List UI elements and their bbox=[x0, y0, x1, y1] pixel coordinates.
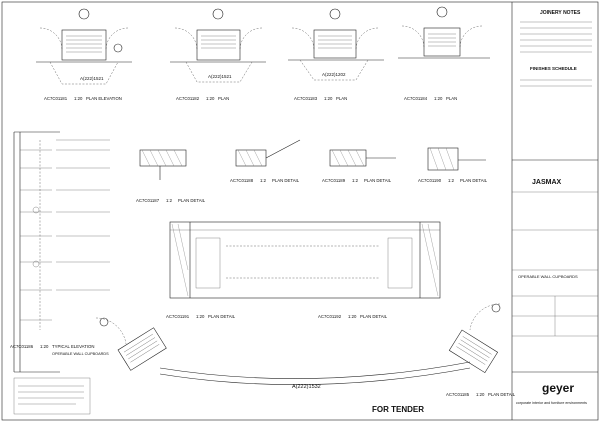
view-scale: 1:20 bbox=[348, 314, 357, 319]
project-code: JASMAX bbox=[532, 179, 562, 186]
finishes-schedule-title: FINISHES SCHEDULE bbox=[530, 66, 577, 71]
elevation-caption: OPERABLE WALL CUPBOARDS bbox=[52, 352, 109, 356]
door-swing-arc bbox=[39, 27, 63, 51]
view-ref: AC7C01191 bbox=[166, 314, 190, 319]
plan-view-2: A(222)1521 AC7C01182 1:20 PLAN bbox=[170, 8, 266, 101]
detail-title: PLAN DETAIL bbox=[460, 178, 488, 183]
plan-detail-4: AC7C01190 1:2 PLAN DETAIL bbox=[418, 147, 488, 183]
cupboard-outline bbox=[61, 29, 107, 61]
section-marker bbox=[78, 8, 90, 20]
plan-scale: 1:20 bbox=[434, 96, 443, 101]
plan-ref: AC7C01184 bbox=[404, 96, 428, 101]
title-block: JOINERY NOTES FINISHES SCHEDULE JASMAX O… bbox=[512, 10, 598, 405]
plan-detail-1: AC7C01187 1:2 PLAN DETAIL bbox=[136, 149, 206, 203]
detail-ref: AC7C01189 bbox=[322, 178, 346, 183]
plan-title: PLAN bbox=[218, 96, 229, 101]
plan-title: PLAN bbox=[336, 96, 347, 101]
section-marker bbox=[113, 43, 123, 53]
view-title: PLAN DETAIL bbox=[488, 392, 516, 397]
section-marker bbox=[436, 6, 448, 18]
plan-view-1: A(222)1521 AC7C01181 1:20 PLAN ELEVATION bbox=[36, 8, 132, 101]
curved-plan-tag: A(222)1532 bbox=[292, 384, 321, 390]
plan-tag: A(222)1521 bbox=[80, 76, 104, 81]
plan-scale: 1:20 bbox=[324, 96, 333, 101]
cupboard-outline bbox=[313, 29, 357, 59]
plan-title: PLAN bbox=[446, 96, 457, 101]
detail-scale: 1:2 bbox=[448, 178, 455, 183]
plan-view-3: A(222)1202 AC7C01183 1:20 PLAN bbox=[288, 8, 384, 101]
detail-title: PLAN DETAIL bbox=[364, 178, 392, 183]
plan-ref: AC7C01181 bbox=[44, 96, 68, 101]
cupboard-outline bbox=[196, 29, 241, 61]
view-ref: AC7C01192 bbox=[318, 314, 342, 319]
company-logo: geyer bbox=[542, 381, 574, 395]
detail-scale: 1:2 bbox=[166, 198, 173, 203]
plan-ref: AC7C01182 bbox=[176, 96, 200, 101]
detail-ref: AC7C01188 bbox=[230, 178, 254, 183]
plan-scale: 1:20 bbox=[206, 96, 215, 101]
detail-ref: AC7C01187 bbox=[136, 198, 160, 203]
curved-wall-plan: A(222)1532 AC7C01185 1:20 PLAN DETAIL bbox=[95, 303, 516, 397]
detail-scale: 1:2 bbox=[352, 178, 359, 183]
detail-title: PLAN DETAIL bbox=[178, 198, 206, 203]
plan-detail-2: AC7C01188 1:2 PLAN DETAIL bbox=[230, 139, 301, 183]
view-ref: AC7C01185 bbox=[446, 392, 470, 397]
section-marker bbox=[329, 8, 341, 20]
elevation-ref: AC7C01186 bbox=[10, 344, 34, 349]
tender-stamp: FOR TENDER bbox=[372, 405, 424, 414]
joinery-notes-title: JOINERY NOTES bbox=[540, 10, 581, 16]
plan-tag: A(222)1521 bbox=[208, 74, 232, 79]
plan-scale: 1:20 bbox=[74, 96, 83, 101]
plan-detail-3: AC7C01189 1:2 PLAN DETAIL bbox=[322, 149, 396, 183]
detail-title: PLAN DETAIL bbox=[272, 178, 300, 183]
plan-view-4: AC7C01184 1:20 PLAN bbox=[398, 6, 490, 101]
company-tagline: corporate interior and furniture environ… bbox=[516, 401, 587, 405]
section-marker bbox=[212, 8, 224, 20]
cupboard-outline bbox=[423, 27, 461, 57]
drawing-title: OPERABLE WALL CUPBOARDS bbox=[518, 274, 578, 279]
plan-title: PLAN ELEVATION bbox=[86, 96, 122, 101]
notes-box bbox=[13, 377, 91, 415]
cupboard-plan-section: AC7C01191 1:20 PLAN DETAIL AC7C01192 1:2… bbox=[166, 221, 441, 319]
view-title: PLAN DETAIL bbox=[360, 314, 388, 319]
detail-scale: 1:2 bbox=[260, 178, 267, 183]
elevation-title: TYPICAL ELEVATION bbox=[52, 344, 94, 349]
elevation-scale: 1:20 bbox=[40, 344, 49, 349]
view-scale: 1:20 bbox=[476, 392, 485, 397]
plan-tag: A(222)1202 bbox=[322, 72, 346, 77]
typical-elevation: AC7C01186 1:20 TYPICAL ELEVATION OPERABL… bbox=[10, 131, 110, 373]
plan-ref: AC7C01183 bbox=[294, 96, 318, 101]
detail-ref: AC7C01190 bbox=[418, 178, 442, 183]
door-swing-arc bbox=[105, 27, 129, 51]
view-title: PLAN DETAIL bbox=[208, 314, 236, 319]
view-scale: 1:20 bbox=[196, 314, 205, 319]
